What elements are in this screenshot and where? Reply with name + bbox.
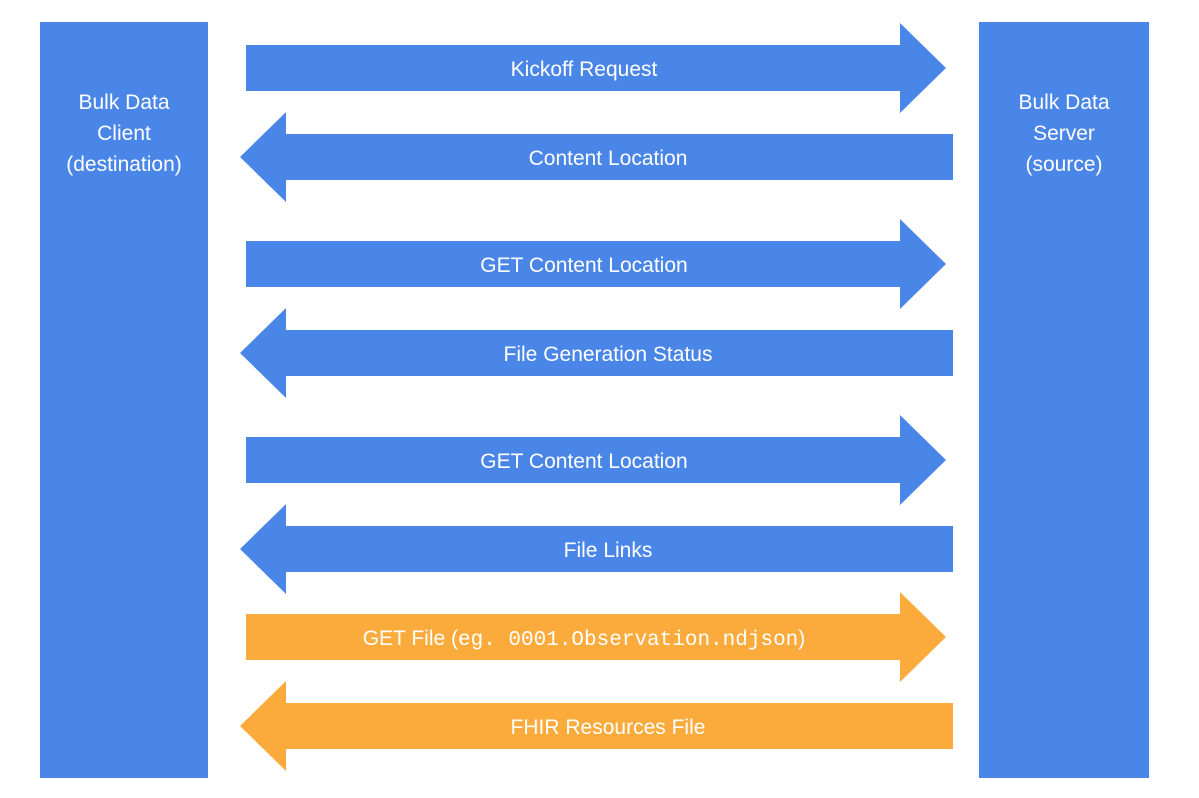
message-arrow-2: [240, 112, 953, 202]
message-label-5: GET Content Location: [480, 450, 687, 473]
client-label-line-2: Client: [97, 122, 151, 145]
message-label-7: GET File (eg. 0001.Observation.ndjson): [363, 627, 806, 652]
message-label-2: Content Location: [529, 147, 688, 170]
client-label-line-1: Bulk Data: [78, 91, 170, 114]
server-label-line-3: (source): [1025, 153, 1103, 176]
message-arrow-8: [240, 681, 953, 771]
server-label-line-1: Bulk Data: [1018, 91, 1110, 114]
bulk-data-client-lane: Bulk Data Client (destination): [40, 22, 208, 778]
message-label-1: Kickoff Request: [511, 58, 658, 81]
message-arrow-3: [246, 219, 946, 309]
message-arrow-1: [246, 23, 946, 113]
message-label-6: File Links: [564, 539, 653, 562]
server-label-line-2: Server: [1033, 122, 1095, 145]
message-label-4: File Generation Status: [504, 343, 713, 366]
message-arrow-6: [240, 504, 953, 594]
client-label-line-3: (destination): [66, 153, 182, 176]
example-filename: eg. 0001.Observation.ndjson: [458, 629, 798, 652]
message-arrow-5: [246, 415, 946, 505]
message-arrow-4: [240, 308, 953, 398]
message-label-3: GET Content Location: [480, 254, 687, 277]
message-arrow-7: [246, 592, 946, 682]
message-label-8: FHIR Resources File: [511, 716, 706, 739]
bulk-data-server-lane: Bulk Data Server (source): [979, 22, 1149, 778]
